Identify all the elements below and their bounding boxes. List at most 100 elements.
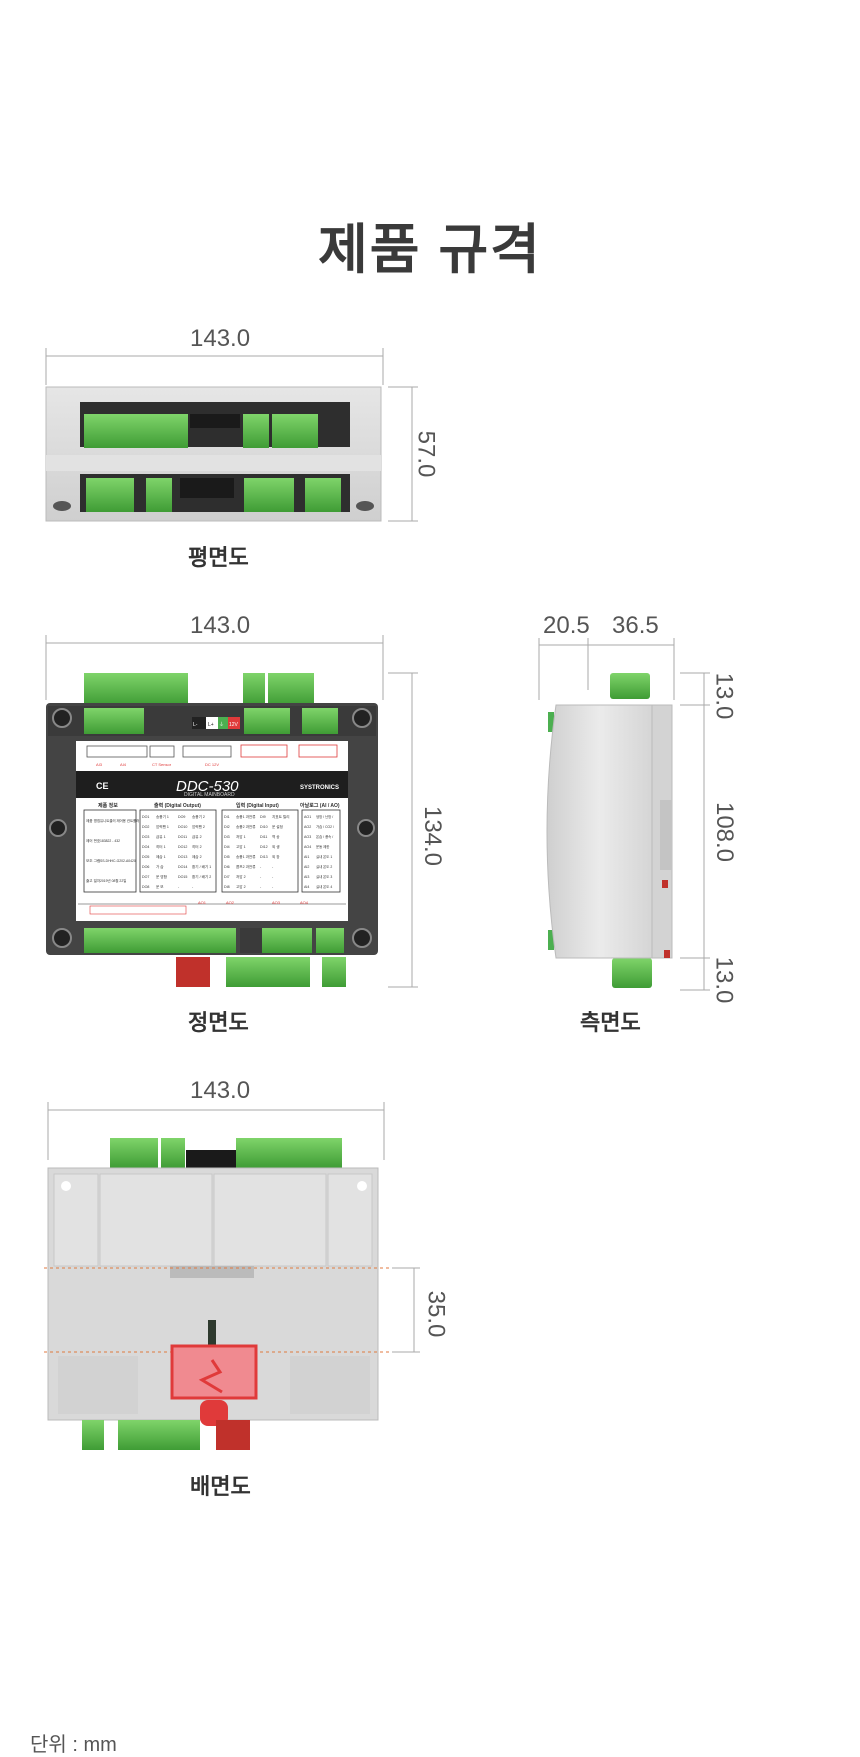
power-terminal-label: L+ (208, 722, 214, 728)
ai-code: AO1 (304, 815, 311, 819)
di-name: 저압 2 (236, 874, 246, 879)
ai-code: AO4 (304, 845, 311, 849)
model-name: DDC-530 (176, 778, 239, 795)
do-heading: 출력 (Digital Output) (154, 802, 201, 809)
ai-name: 실내 온도 1 (316, 854, 332, 859)
di-name: - (272, 875, 274, 879)
di-name: 외 생 (272, 844, 280, 849)
do-code: DO14 (178, 865, 187, 869)
do-code: DO13 (178, 855, 187, 859)
di-name: 고압 1 (236, 844, 246, 849)
di-name: 송풍1 과전류 (236, 854, 256, 859)
do-name: 운 보 (156, 885, 164, 889)
di-name: 역 상 (272, 834, 280, 839)
di-name: 저압 1 (236, 834, 246, 839)
di-code: DI2 (224, 825, 230, 829)
di-code: DI11 (260, 835, 267, 839)
ai-name: 온습 / 풍속 / (316, 834, 333, 839)
info-value: 183822 - 432 (100, 839, 120, 843)
di-name: - (272, 885, 274, 889)
ai-heading: 아날로그 (AI / AO) (300, 802, 340, 809)
do-code: DO5 (142, 855, 149, 859)
top-terminal-label: AI4 (120, 762, 127, 767)
di-name: 운 설정 (272, 824, 283, 829)
di-name: 고압 2 (236, 884, 246, 889)
front-label-text: DDC-530 DIGITAL MAINBOARD CE SYSTRONICS … (86, 721, 340, 905)
do-name: 제습 1 (156, 854, 166, 859)
do-name: 급유 2 (192, 835, 202, 839)
side-view-drawing (538, 638, 710, 991)
page-title: 제품 규격 (318, 220, 542, 280)
do-code: DO15 (178, 875, 187, 879)
do-code: DO9 (178, 815, 185, 819)
bottom-terminal-label: AO1 (198, 900, 207, 905)
top-view-drawing (45, 348, 418, 522)
do-code: DO10 (178, 825, 187, 829)
do-name: 히터 2 (192, 844, 202, 849)
info-value: 2019년 08월 22일 (100, 878, 126, 883)
do-name: 운 영함 (156, 874, 168, 879)
top-terminal-label: DC 12V (205, 762, 219, 767)
ai-code: AI4 (304, 885, 309, 889)
do-name: 송풍기 2 (192, 814, 205, 819)
back-width-label: 143.0 (190, 1077, 251, 1104)
ai-code: AI1 (304, 855, 309, 859)
back-view-caption: 배면도 (190, 1474, 251, 1499)
do-name: 급유 1 (156, 835, 166, 839)
di-code: DI7 (224, 875, 230, 879)
ce-mark-icon: CE (96, 781, 109, 791)
di-code: DI13 (260, 855, 268, 859)
ai-name: 냉방 / 난방 / (316, 814, 333, 819)
ai-code: AI2 (304, 865, 309, 869)
bottom-terminal-label: AO2 (226, 900, 235, 905)
info-key: 제품 명칭 (86, 818, 100, 823)
brand-name: SYSTRONICS (300, 785, 339, 791)
back-view-drawing (44, 1102, 420, 1450)
ai-code: AO2 (304, 825, 311, 829)
ai-name: 실내 온도 4 (316, 884, 332, 889)
do-name: 가 습 (156, 864, 164, 869)
side-depth-a-label: 20.5 (543, 612, 590, 639)
info-heading: 제품 정보 (98, 802, 118, 809)
di-code: DI12 (260, 845, 268, 849)
do-code: DO12 (178, 845, 187, 849)
top-terminal-label: AI3 (96, 762, 103, 767)
bottom-terminal-label: AO3 (272, 900, 281, 905)
di-code: DI5 (224, 855, 230, 859)
top-terminal-label: CT Sensor (152, 762, 172, 767)
do-code: DO4 (142, 845, 149, 849)
front-view-drawing (45, 635, 418, 988)
side-view-caption: 측면도 (580, 1010, 641, 1035)
bottom-terminal-labels: AO1 AO2 AO3 AO4 (198, 900, 309, 905)
do-name: 송풍기 1 (156, 814, 169, 819)
do-code: - (178, 885, 180, 889)
do-name: - (192, 885, 194, 889)
power-terminal-label: L- (193, 722, 198, 728)
do-name: 압력팬 2 (192, 824, 205, 829)
di-code: DI9 (260, 815, 266, 819)
bottom-terminal-label: AO4 (300, 900, 309, 905)
do-code: DO6 (142, 865, 149, 869)
di-code: DI1 (224, 815, 230, 819)
power-terminal-label: ⏚ (219, 721, 224, 728)
di-name: 콤프2 과전류 (236, 864, 256, 869)
di-name: - (272, 865, 274, 869)
do-name: 환기 / 배기 2 (192, 874, 211, 879)
di-name: 송풍1 과전류 (236, 814, 256, 819)
ai-name: 운동 제한 (316, 844, 329, 849)
di-code: - (260, 885, 262, 889)
di-code: - (260, 865, 262, 869)
di-code: DI4 (224, 845, 230, 849)
di-code: DI10 (260, 825, 268, 829)
di-code: DI6 (224, 865, 230, 869)
info-key: 제어 번호 (86, 838, 101, 843)
side-depth-b-label: 36.5 (612, 612, 659, 639)
top-view-caption: 평면도 (188, 545, 249, 570)
unit-label: 단위 : mm (30, 1734, 117, 1756)
do-code: DO3 (142, 835, 149, 839)
do-name: 환기 / 배기 1 (192, 864, 211, 869)
di-code: - (260, 875, 262, 879)
